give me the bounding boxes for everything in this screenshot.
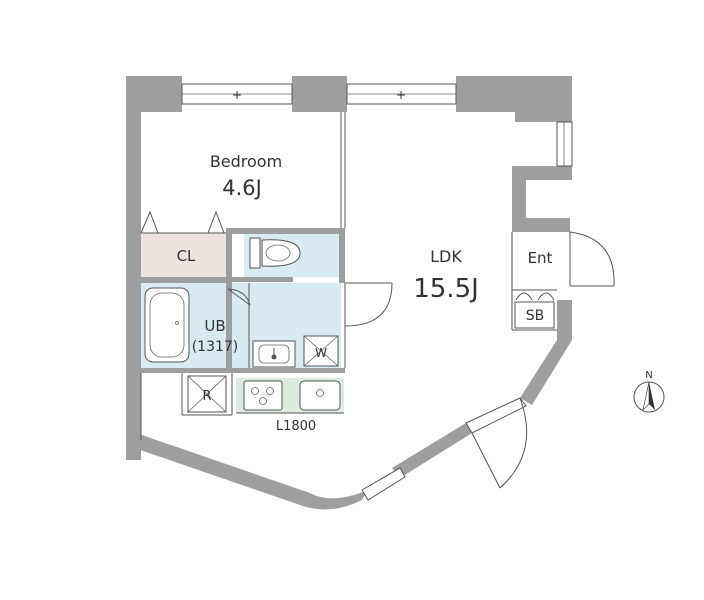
bath-size: (1317): [192, 339, 239, 355]
bedroom-size: 4.6J: [222, 176, 262, 200]
closet-area: [141, 233, 226, 277]
windows: + +: [181, 83, 573, 501]
bathtub: [144, 287, 190, 363]
bath-label: UB: [204, 317, 225, 335]
fridge-space: [187, 375, 227, 413]
shoe-box: [514, 301, 555, 329]
entrance-label: Ent: [528, 249, 553, 267]
closet-doors: [140, 210, 225, 234]
closet-label: CL: [177, 247, 196, 265]
svg-text:+: +: [396, 88, 406, 102]
kitchen-counter: [243, 380, 341, 411]
washer-space: [303, 335, 339, 367]
compass-north-label: N: [645, 370, 652, 381]
interior-walls: [140, 112, 557, 440]
washer-label: W: [315, 346, 327, 360]
doors: [227, 231, 615, 489]
shoebox-label: SB: [526, 308, 545, 324]
kitchen-length-label: L1800: [276, 419, 316, 434]
ldk-size: 15.5J: [413, 274, 479, 304]
ldk-label: LDK: [430, 247, 462, 266]
svg-text:+: +: [232, 88, 242, 102]
wash-basin: [252, 340, 296, 368]
toilet: [249, 237, 301, 269]
bedroom-label: Bedroom: [210, 152, 282, 171]
north-compass: [633, 381, 665, 413]
outer-walls: [126, 76, 572, 510]
fridge-label: R: [202, 389, 211, 404]
